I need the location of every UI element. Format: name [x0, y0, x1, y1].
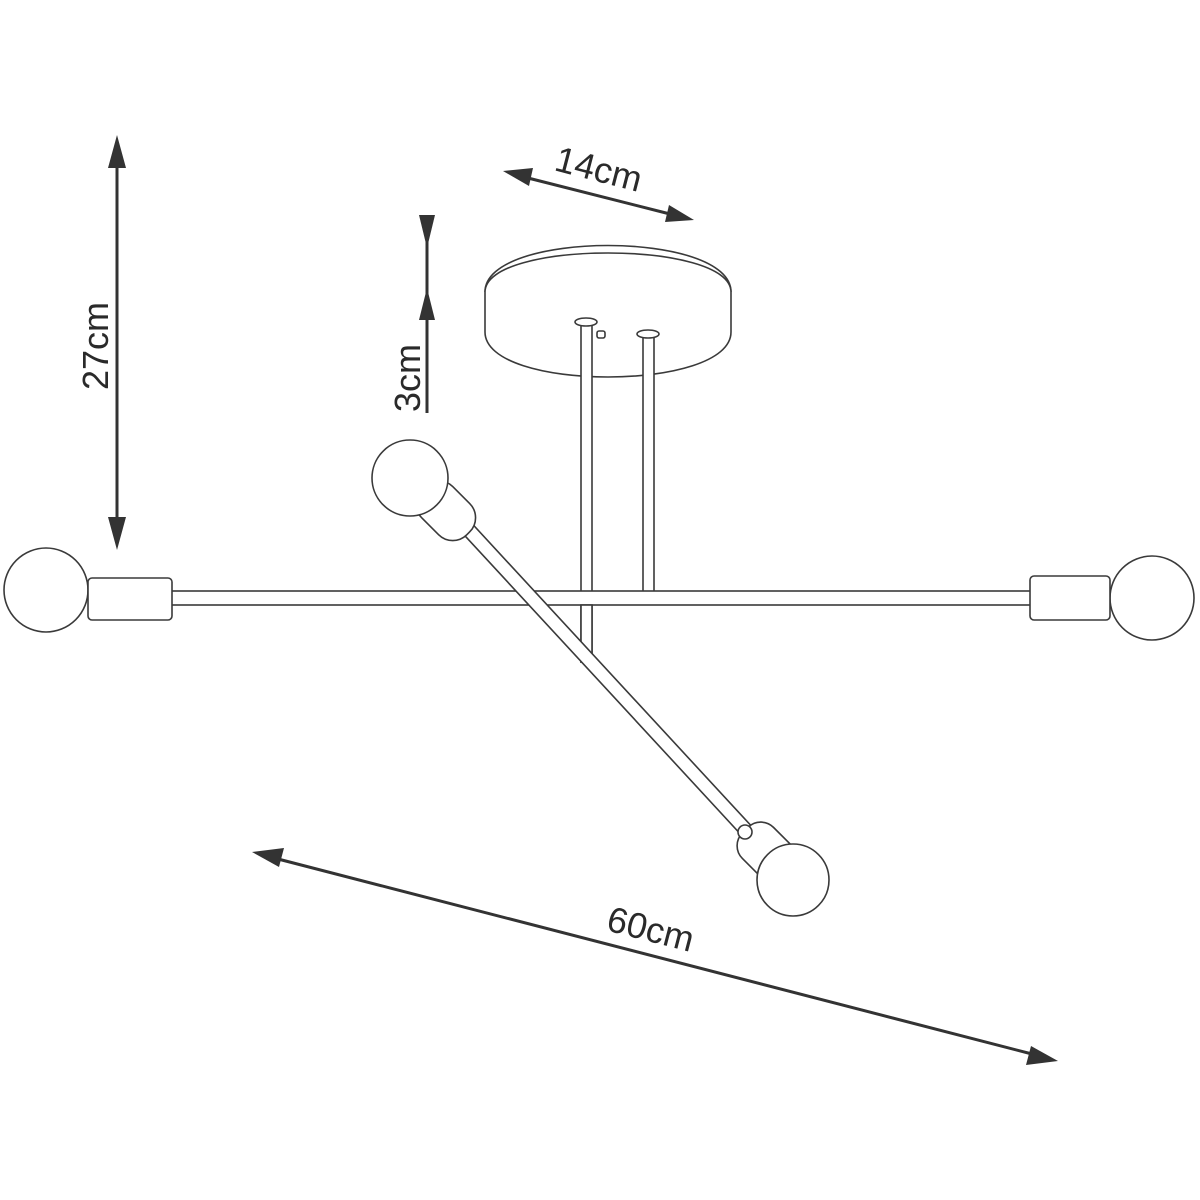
- dimension-canopy-diameter: 14cm: [503, 138, 694, 222]
- bulb-right: [1109, 555, 1195, 641]
- horizontal-arm: [169, 590, 1033, 606]
- dimension-canopy-height: 3cm: [387, 215, 435, 413]
- label-canopy-height: 3cm: [387, 344, 428, 412]
- socket-left: [87, 577, 173, 621]
- bulb-left: [3, 547, 89, 633]
- dimension-width: 60cm: [252, 848, 1058, 1065]
- label-width: 60cm: [603, 898, 698, 960]
- dimension-height: 27cm: [75, 135, 126, 550]
- label-height: 27cm: [75, 302, 116, 390]
- bulb-upper: [371, 439, 449, 517]
- diagonal-arm: [371, 439, 830, 917]
- label-canopy-diameter: 14cm: [551, 138, 646, 200]
- lamp-drawing: [3, 244, 1195, 917]
- bulb-lower: [756, 843, 830, 917]
- socket-right: [1029, 575, 1111, 621]
- rod-right: [642, 334, 655, 596]
